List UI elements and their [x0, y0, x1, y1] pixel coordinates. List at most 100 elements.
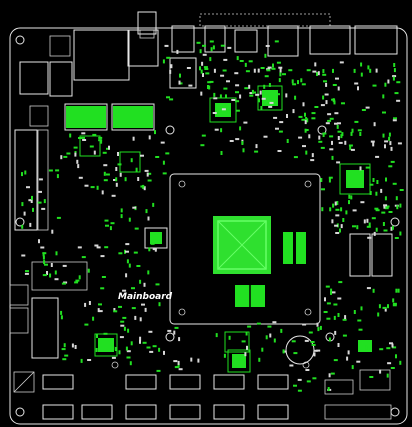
passive-component [108, 145, 110, 150]
passive-component [63, 155, 68, 158]
passive-component [331, 155, 334, 160]
passive-component [387, 362, 392, 365]
passive-component [386, 373, 389, 378]
passive-component [391, 225, 394, 230]
passive-component [297, 389, 302, 392]
passive-component [62, 264, 67, 267]
passive-component [139, 317, 142, 322]
passive-component [46, 271, 48, 275]
passive-component [340, 224, 343, 229]
passive-component [366, 218, 369, 223]
passive-component [337, 122, 341, 125]
passive-component [229, 140, 234, 142]
passive-component [73, 146, 78, 149]
passive-component [147, 216, 150, 221]
passive-component [322, 95, 325, 100]
passive-component [342, 318, 347, 321]
passive-component [322, 133, 325, 137]
passive-component [81, 136, 85, 139]
passive-component [268, 105, 273, 108]
passive-component [348, 144, 353, 147]
passive-component [140, 154, 144, 157]
passive-component [144, 169, 149, 172]
passive-component [266, 68, 271, 71]
passive-component [311, 343, 316, 346]
passive-component [223, 58, 228, 61]
passive-component [367, 65, 370, 70]
passive-component [162, 59, 165, 64]
passive-component [266, 69, 271, 72]
passive-component [387, 304, 389, 309]
passive-component [231, 99, 236, 101]
passive-component [304, 112, 306, 117]
passive-component [173, 360, 178, 363]
passive-component [345, 210, 348, 215]
passive-component [321, 207, 324, 212]
passive-component [393, 68, 396, 73]
passive-component [156, 369, 161, 372]
passive-component [319, 325, 322, 330]
passive-component [258, 357, 261, 362]
passive-component [369, 68, 372, 73]
passive-component [213, 92, 216, 97]
passive-component [78, 176, 83, 179]
cpu-socket-corners [178, 180, 312, 316]
passive-component [336, 161, 341, 164]
passive-component [55, 251, 58, 256]
passive-component [131, 287, 135, 290]
passive-component [316, 322, 319, 327]
passive-component [248, 60, 253, 63]
passive-component [337, 343, 340, 347]
passive-component [176, 49, 179, 54]
passive-component [261, 97, 266, 100]
passive-component [56, 216, 61, 219]
passive-component [335, 214, 340, 217]
passive-component [392, 76, 395, 81]
passive-component [323, 311, 328, 313]
passive-component [220, 151, 223, 155]
passive-component [374, 207, 379, 210]
passive-component [302, 145, 306, 148]
passive-component [96, 185, 99, 190]
passive-component [96, 246, 101, 249]
passive-component [310, 341, 315, 343]
passive-component [340, 207, 343, 212]
passive-component [112, 346, 115, 351]
passive-component [148, 135, 151, 140]
passive-component [178, 337, 181, 342]
passive-component [209, 57, 212, 62]
passive-component [158, 347, 161, 352]
passive-component [29, 222, 32, 227]
passive-component [339, 61, 344, 64]
passive-component [300, 78, 303, 83]
passive-component [84, 184, 89, 187]
passive-component [316, 349, 321, 352]
passive-component [235, 138, 240, 141]
passive-component [235, 91, 239, 94]
passive-component [177, 363, 180, 368]
passive-component [93, 150, 96, 155]
passive-component [51, 229, 54, 234]
passive-component [346, 356, 349, 361]
passive-component [330, 290, 332, 295]
passive-component [101, 276, 106, 278]
passive-component [302, 102, 305, 107]
passive-component [42, 255, 45, 260]
passive-component [243, 121, 248, 124]
passive-component [236, 56, 239, 61]
passive-component [317, 71, 320, 76]
passive-component [133, 251, 138, 254]
passive-component [98, 303, 102, 306]
passive-component [329, 117, 334, 120]
passive-component [393, 117, 397, 120]
passive-component [162, 172, 167, 175]
passive-component [205, 72, 210, 75]
passive-component [263, 84, 266, 89]
passive-component [179, 73, 181, 78]
passive-component [375, 209, 380, 212]
passive-component [54, 270, 57, 275]
passive-component [397, 288, 400, 293]
passive-component [174, 366, 179, 369]
passive-component [38, 190, 42, 193]
passive-component [335, 208, 340, 211]
